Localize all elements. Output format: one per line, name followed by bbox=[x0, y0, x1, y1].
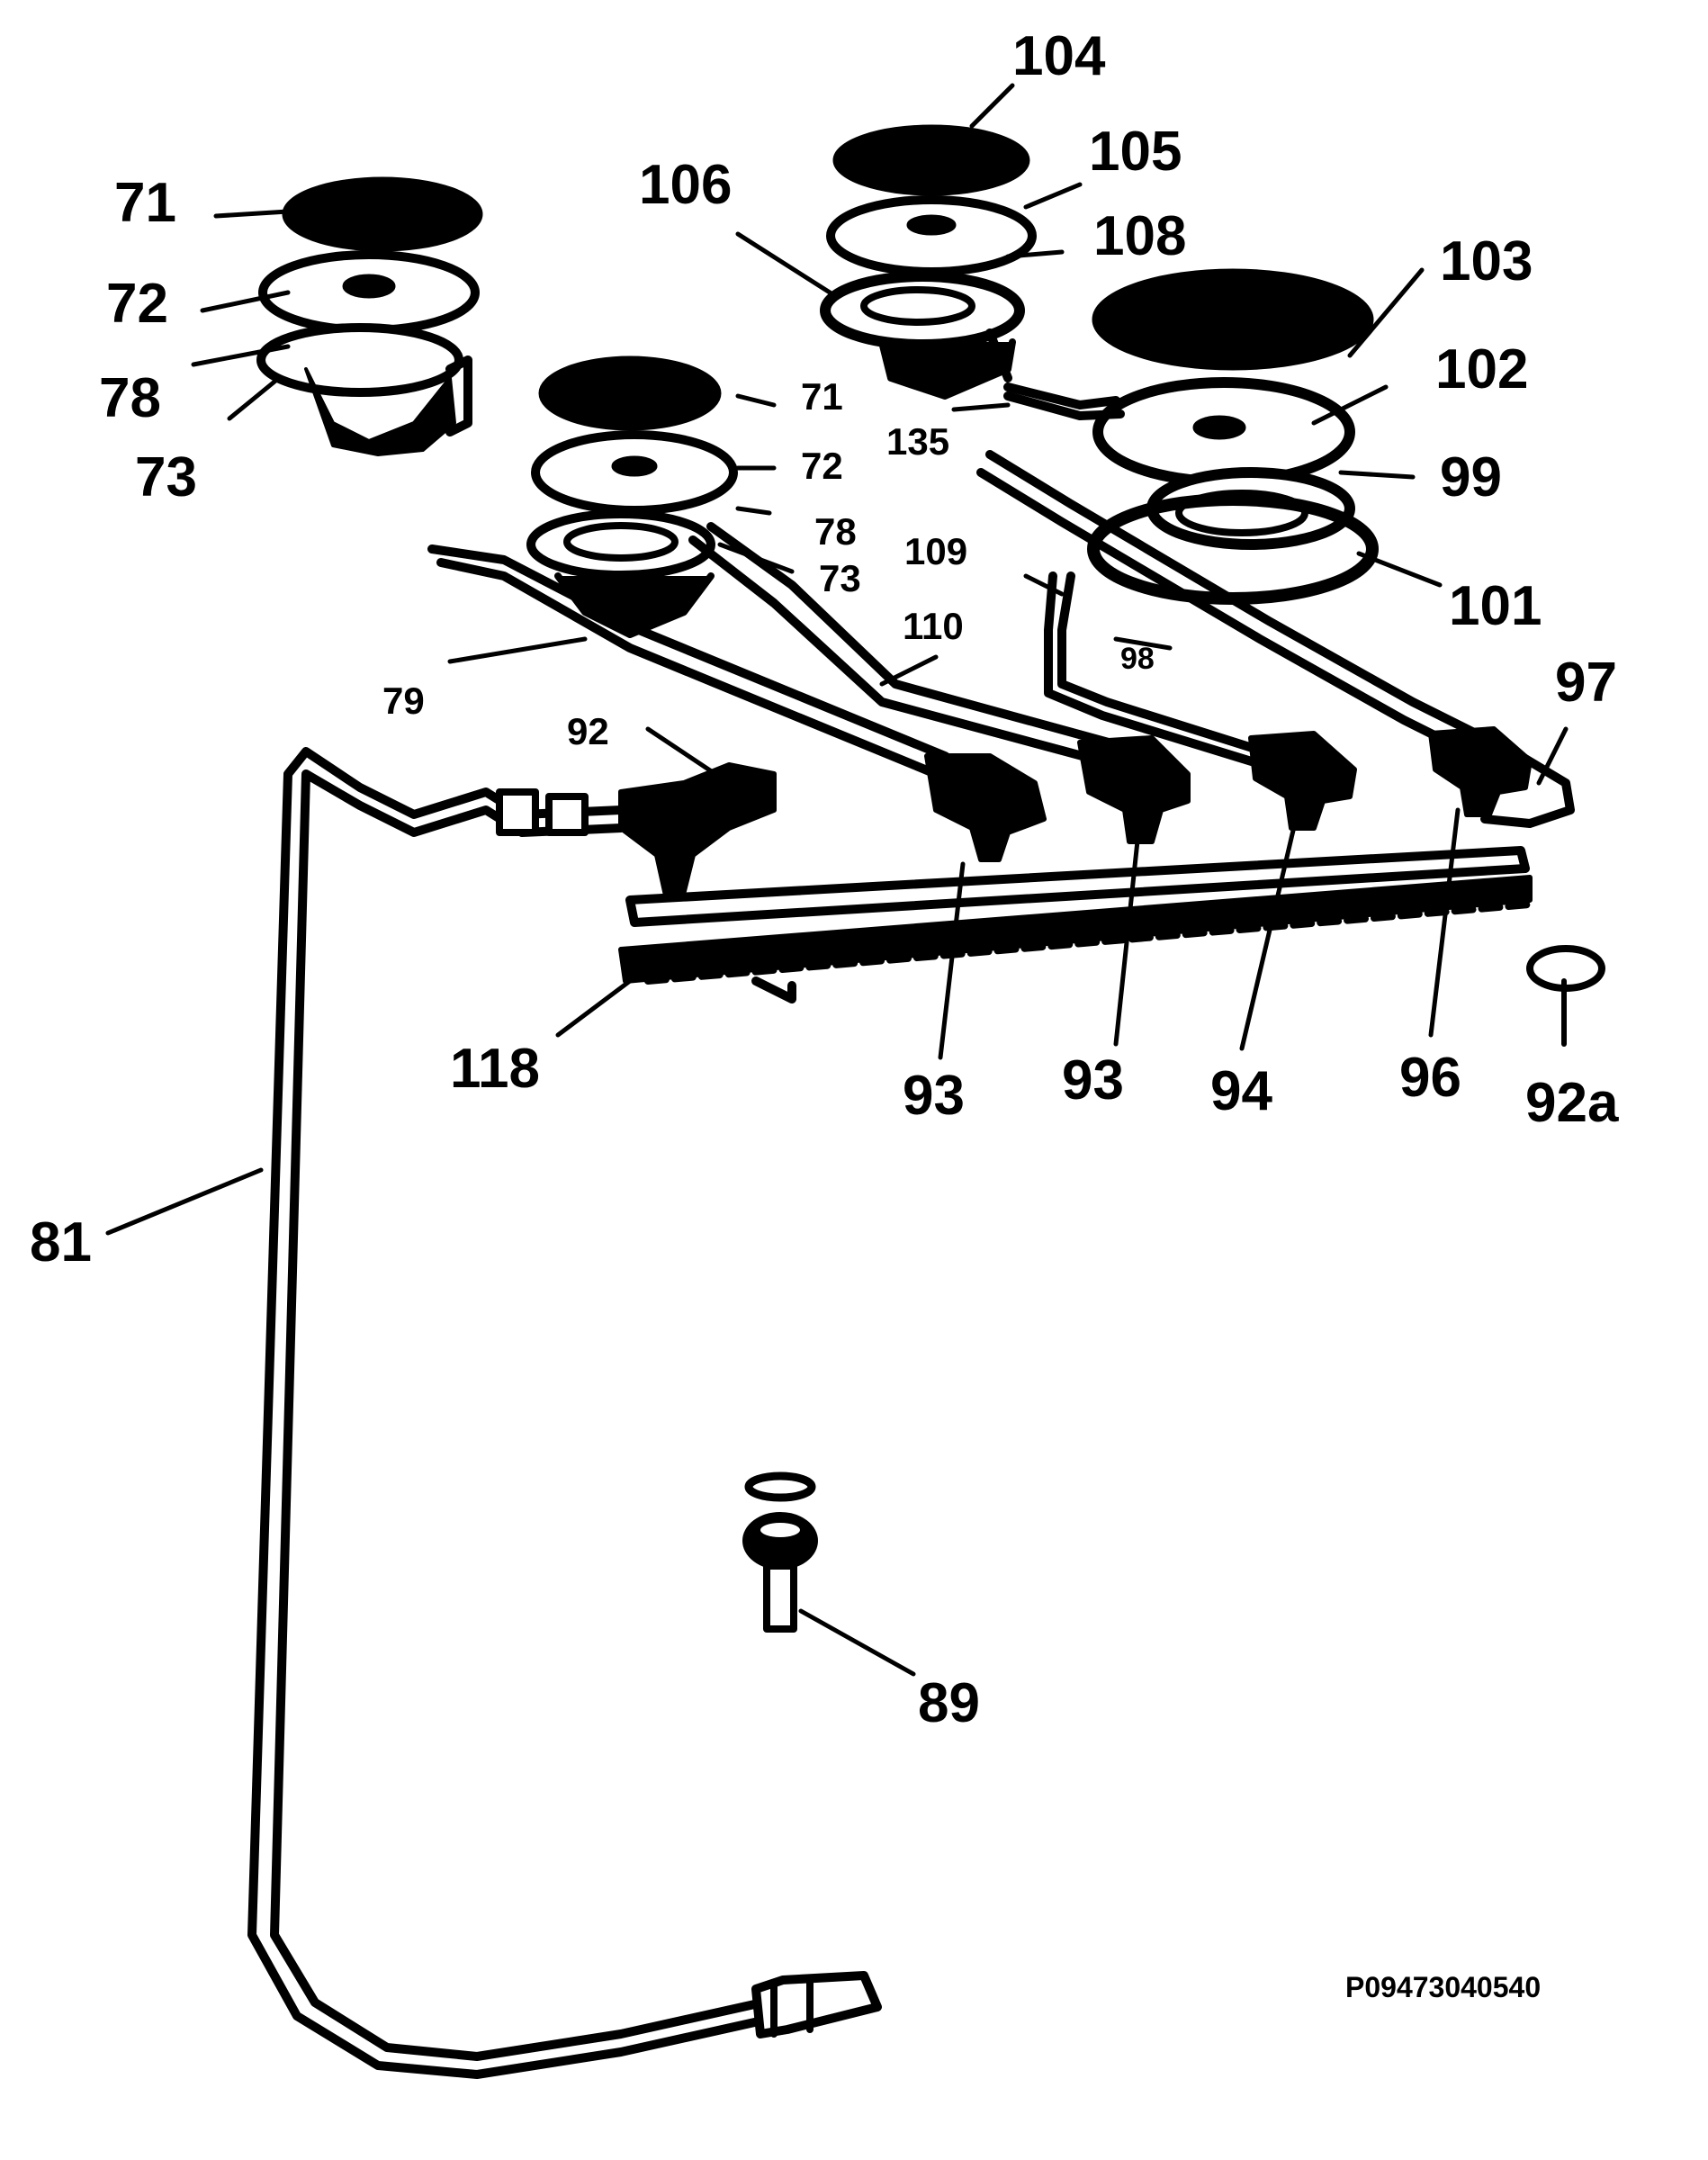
callout-78-left: 78 bbox=[99, 367, 161, 429]
callout-94: 94 bbox=[1210, 1060, 1272, 1122]
callout-98: 98 bbox=[1120, 642, 1155, 676]
callout-97: 97 bbox=[1555, 652, 1617, 714]
callout-89: 89 bbox=[918, 1672, 980, 1734]
burner-b-cap bbox=[540, 357, 720, 429]
callout-93-left: 93 bbox=[903, 1065, 965, 1127]
callout-105: 105 bbox=[1089, 121, 1182, 183]
injector-89 bbox=[744, 1476, 816, 1629]
burner-d bbox=[1093, 270, 1372, 598]
burner-a-body bbox=[306, 369, 454, 454]
burner-a-cap bbox=[283, 178, 481, 250]
burner-a-ring bbox=[261, 328, 459, 392]
callout-78-center: 78 bbox=[814, 510, 857, 553]
valve-94 bbox=[1251, 734, 1354, 828]
callout-96: 96 bbox=[1399, 1047, 1461, 1109]
valve-92 bbox=[621, 765, 774, 896]
burner-c-body bbox=[882, 342, 1012, 396]
callout-72-left: 72 bbox=[106, 273, 168, 335]
valves bbox=[621, 729, 1530, 896]
valve-93a bbox=[927, 756, 1044, 860]
callout-92: 92 bbox=[567, 710, 609, 752]
burner-c-crown bbox=[831, 200, 1032, 272]
manifold-rail bbox=[621, 850, 1530, 999]
callout-93-right: 93 bbox=[1062, 1049, 1124, 1112]
callout-109: 109 bbox=[904, 530, 968, 572]
burner-c bbox=[825, 126, 1032, 396]
callout-71-left: 71 bbox=[114, 172, 176, 234]
leader-lines bbox=[108, 86, 1566, 1674]
callout-99: 99 bbox=[1440, 446, 1502, 508]
cap-92a bbox=[1530, 949, 1602, 1044]
burner-a bbox=[261, 178, 481, 454]
callout-101: 101 bbox=[1449, 575, 1542, 637]
supply-pipe-81 bbox=[252, 752, 877, 2074]
callout-79: 79 bbox=[382, 680, 425, 722]
callout-71-center: 71 bbox=[801, 375, 843, 418]
callout-102: 102 bbox=[1435, 338, 1529, 400]
callout-73-center: 73 bbox=[819, 557, 861, 599]
burner-c-cap bbox=[834, 126, 1029, 194]
callout-106: 106 bbox=[639, 154, 733, 216]
diagram-reference-code: P09473040540 bbox=[1345, 1971, 1542, 2003]
callout-118: 118 bbox=[450, 1038, 541, 1100]
burner-d-cap bbox=[1093, 270, 1372, 369]
callout-72-center: 72 bbox=[801, 445, 843, 487]
callout-81: 81 bbox=[30, 1211, 92, 1274]
callout-110: 110 bbox=[903, 605, 964, 647]
callout-92a: 92a bbox=[1525, 1072, 1619, 1134]
valve-93b bbox=[1080, 738, 1188, 842]
callout-104: 104 bbox=[1012, 25, 1106, 87]
callout-103: 103 bbox=[1440, 230, 1533, 292]
burner-b bbox=[531, 357, 733, 634]
callout-135: 135 bbox=[886, 420, 950, 463]
callout-73-left: 73 bbox=[135, 446, 197, 508]
valve-96 bbox=[1431, 729, 1530, 814]
callout-108: 108 bbox=[1093, 205, 1187, 267]
